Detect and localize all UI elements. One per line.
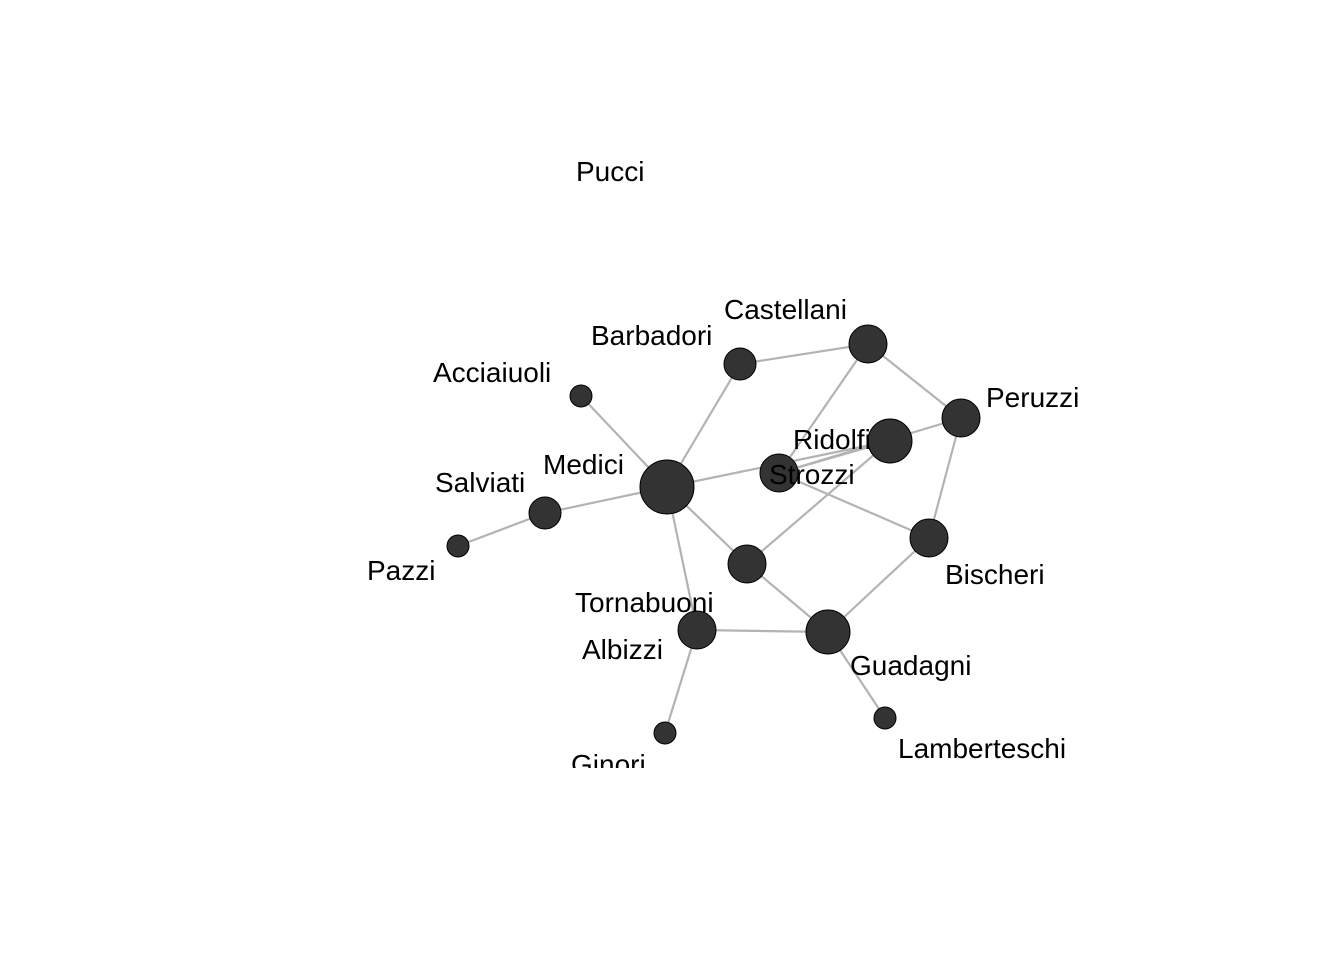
node-albizzi: [677, 610, 717, 650]
node-acciaiuoli: [569, 384, 593, 408]
node-label-pazzi: Pazzi: [367, 555, 435, 586]
node-label-albizzi: Albizzi: [582, 634, 663, 665]
node-strozzi: [759, 453, 799, 493]
node-peruzzi: [941, 398, 981, 438]
node-label-castellani: Castellani: [724, 294, 847, 325]
edge-peruzzi-bischeri: [927, 417, 963, 539]
node-guadagni: [805, 609, 851, 655]
node-tornabuoni: [727, 544, 767, 584]
node-lamberteschi: [873, 706, 897, 730]
edge-barbadori-castellani: [739, 342, 869, 366]
node-castellani: [848, 324, 888, 364]
nodes-layer: [446, 324, 981, 745]
node-label-barbadori: Barbadori: [591, 320, 712, 351]
labels-layer: PucciCastellaniBarbadoriAcciaiuoliPeruzz…: [367, 156, 1079, 780]
node-label-bischeri: Bischeri: [945, 559, 1045, 590]
node-label-peruzzi: Peruzzi: [986, 382, 1079, 413]
node-label-salviati: Salviati: [435, 467, 525, 498]
node-label-lamberteschi: Lamberteschi: [898, 733, 1066, 764]
edge-castellani-peruzzi: [867, 343, 962, 419]
node-ridolfi: [867, 418, 913, 464]
node-bischeri: [909, 518, 949, 558]
node-label-medici: Medici: [543, 449, 624, 480]
node-label-guadagni: Guadagni: [850, 650, 971, 681]
node-label-strozzi: Strozzi: [769, 459, 855, 490]
node-ginori: [653, 721, 677, 745]
node-pazzi: [446, 534, 470, 558]
edge-castellani-strozzi: [778, 343, 869, 474]
edge-strozzi-bischeri: [778, 471, 930, 540]
edge-ridolfi-tornabuoni: [746, 440, 891, 565]
node-barbadori: [723, 347, 757, 381]
node-label-tornabuoni: Tornabuoni: [575, 587, 714, 618]
node-salviati: [528, 496, 562, 530]
node-label-ridolfi: Ridolfi: [793, 424, 871, 455]
edge-bischeri-guadagni: [827, 537, 930, 633]
node-label-pucci: Pucci: [576, 156, 644, 187]
node-medici: [639, 459, 695, 515]
node-label-ginori: Ginori: [571, 749, 646, 780]
node-label-acciaiuoli: Acciaiuoli: [433, 357, 551, 388]
